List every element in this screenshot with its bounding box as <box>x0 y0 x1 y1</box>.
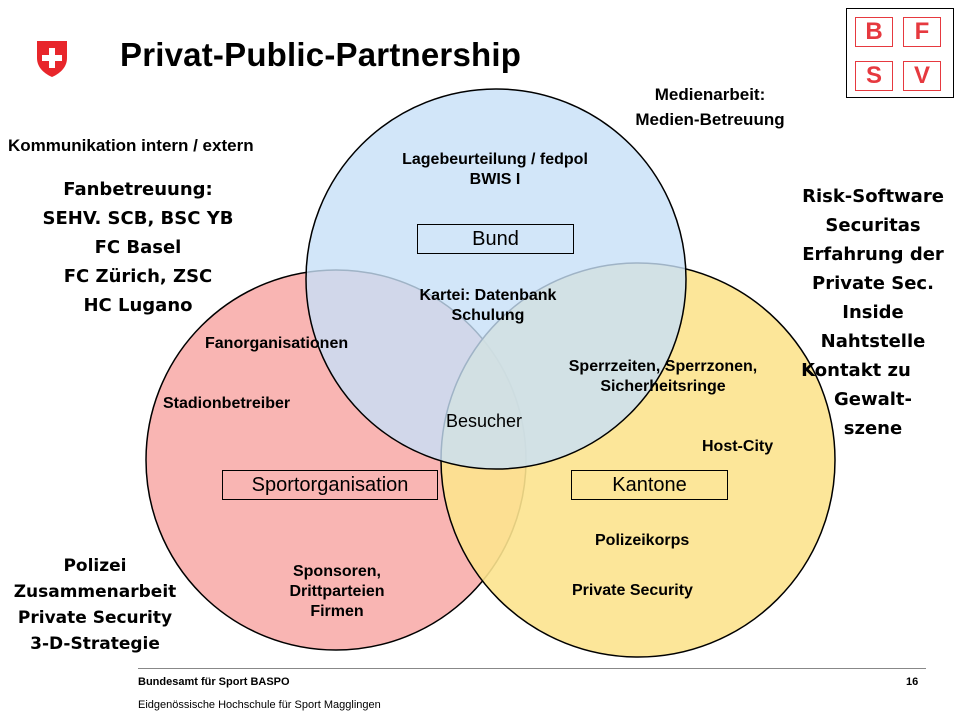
logo-letter-f: F <box>903 17 941 47</box>
fanbetreuung-text: Fanbetreuung: SEHV. SCB, BSC YB FC Basel… <box>42 179 234 316</box>
polizeikorps-text: Polizeikorps <box>595 532 690 549</box>
footer-org: Bundesamt für Sport BASPO <box>138 676 290 688</box>
footer-divider <box>138 668 926 669</box>
polizei-text: Polizei Zusammenarbeit Private Security … <box>13 556 177 654</box>
medienarbeit-text: Medienarbeit: Medien-Betreuung <box>635 85 785 129</box>
swiss-cross-icon <box>37 41 67 77</box>
kantone-label: Kantone <box>571 470 728 500</box>
logo-letter-s: S <box>855 61 893 91</box>
bfsv-logo: B F S V <box>846 8 954 98</box>
page-number: 16 <box>906 676 919 688</box>
footer-school: Eidgenössische Hochschule für Sport Magg… <box>138 699 381 711</box>
risk-text: Risk-Software Securitas Erfahrung der Pr… <box>801 186 944 439</box>
logo-letter-v: V <box>903 61 941 91</box>
logo-letter-b: B <box>855 17 893 47</box>
bund-kantone-text: Sperrzeiten, Sperrzonen, Sicherheitsring… <box>568 358 758 395</box>
sponsoren-text: Sponsoren, Drittparteien Firmen <box>289 563 385 620</box>
page-title: Privat-Public-Partnership <box>120 36 522 73</box>
bund-label: Bund <box>417 224 574 254</box>
fanorganisationen-text: Fanorganisationen <box>205 335 349 352</box>
kommunikation-text: Kommunikation intern / extern <box>8 136 254 155</box>
private-security-text: Private Security <box>572 582 693 599</box>
circle-bund <box>305 88 687 470</box>
besucher-label: Besucher <box>446 411 523 431</box>
bund-text: Lagebeurteilung / fedpol BWIS I <box>402 151 588 188</box>
bund-sport-text: Kartei: Datenbank Schulung <box>419 287 557 324</box>
sportorganisation-label: Sportorganisation <box>222 470 438 500</box>
stadionbetreiber-text: Stadionbetreiber <box>163 395 291 412</box>
host-city-text: Host-City <box>702 438 774 455</box>
